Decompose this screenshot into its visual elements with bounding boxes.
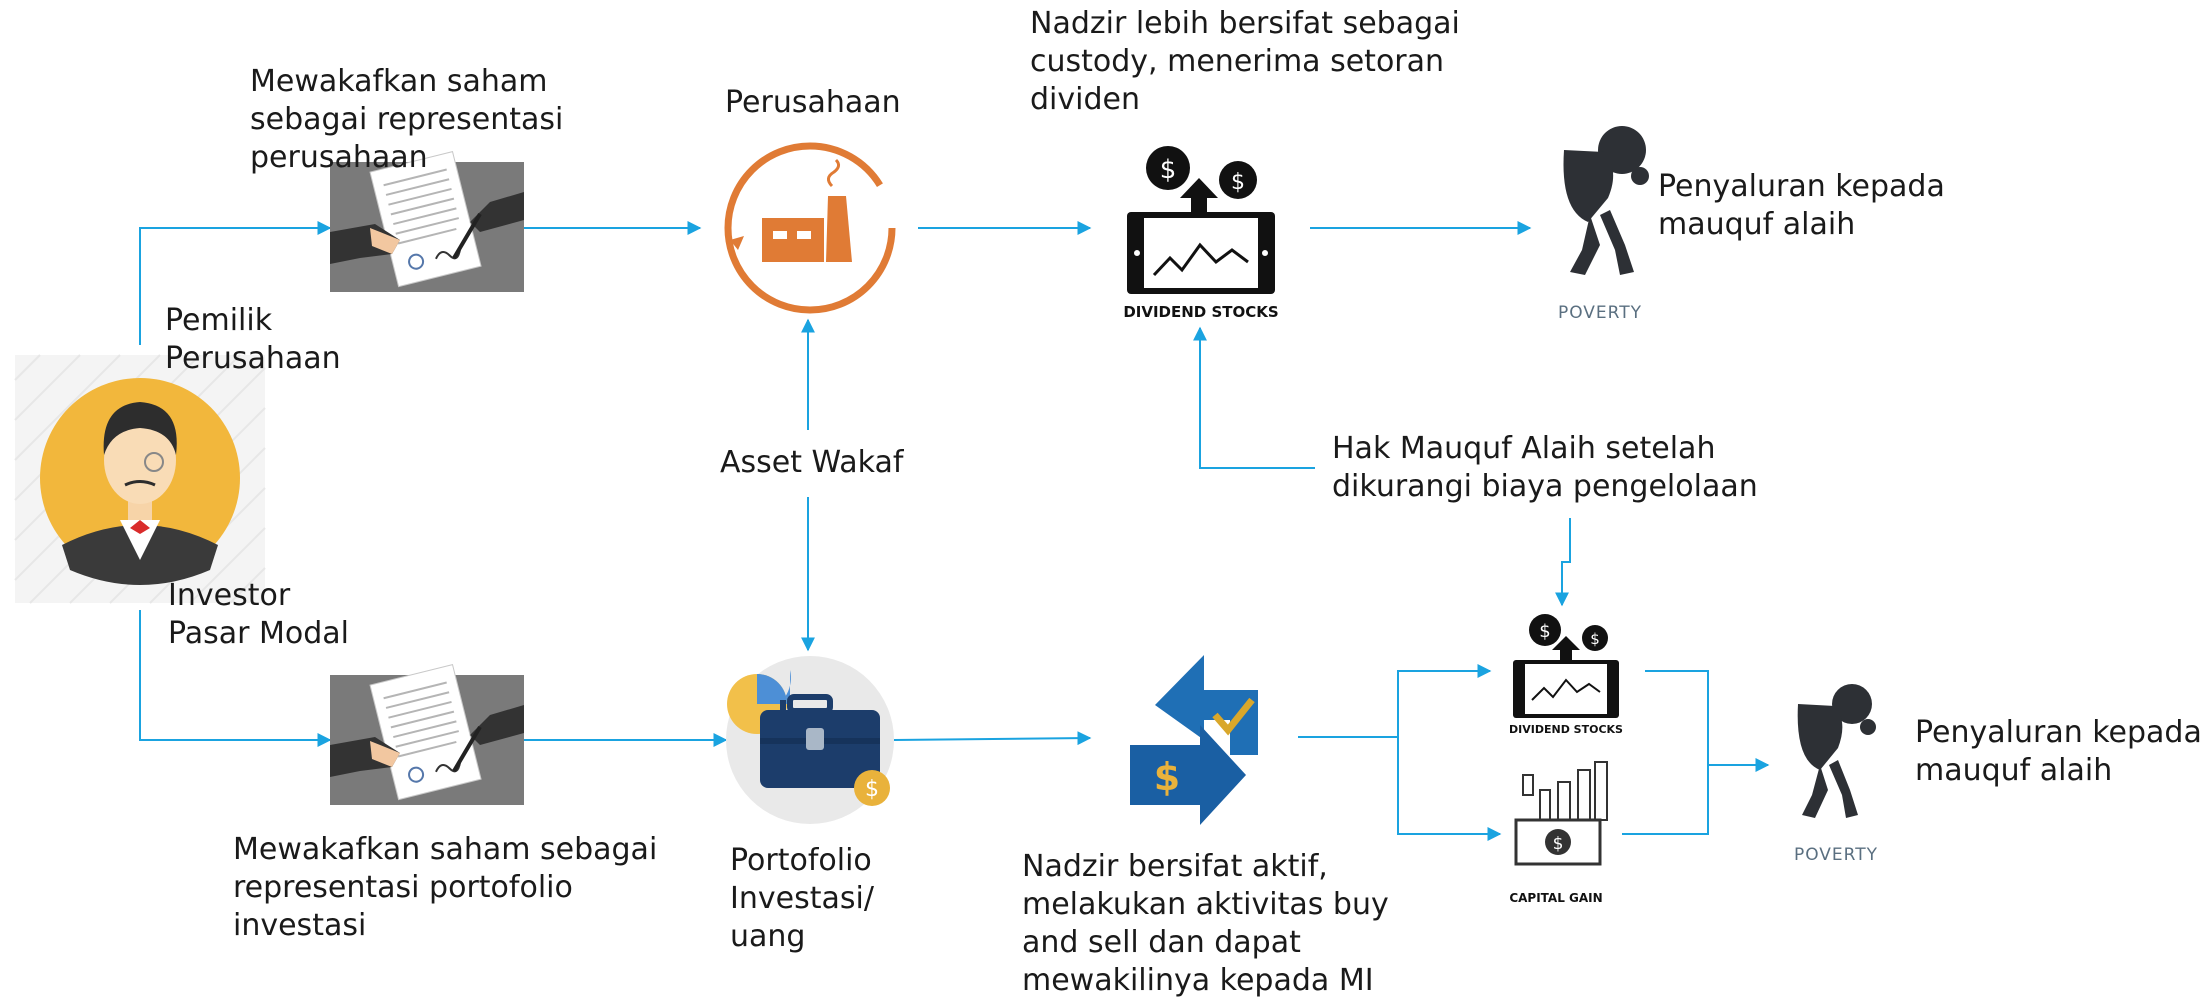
label-penyaluran-bottom: Penyaluran kepada mauquf alaih	[1915, 714, 2201, 790]
arrow-to-capital-gain	[1397, 737, 1502, 841]
label-line: uang	[730, 919, 806, 954]
label-line: Mewakafkan saham	[250, 64, 548, 99]
svg-text:$: $	[1539, 621, 1550, 642]
contract-signing-icon-top	[330, 150, 524, 292]
label-mewakafkan-perusahaan: Mewakafkan saham sebagai representasi pe…	[250, 63, 563, 177]
label-line: Perusahaan	[165, 341, 341, 376]
label-nadzir-aktif: Nadzir bersifat aktif, melakukan aktivit…	[1022, 848, 1389, 1000]
label-line: perusahaan	[250, 140, 428, 175]
connector-lines	[139, 221, 1770, 841]
label-perusahaan: Perusahaan	[725, 85, 901, 120]
label-line: and sell dan dapat	[1022, 925, 1301, 960]
label-line: dividen	[1030, 82, 1140, 117]
label-portofolio: Portofolio Investasi/ uang	[730, 842, 874, 956]
arrow-dividend-merge	[1645, 670, 1709, 765]
label-line: Pemilik	[165, 303, 273, 338]
arrow-investor-to-contract-top	[139, 221, 332, 345]
dividend-stocks-icon-bottom: $ $ DIVIDEND STOCKS	[1509, 614, 1623, 736]
label-line: Nadzir bersifat aktif,	[1022, 849, 1328, 884]
label-investor-pasar-modal: Investor Pasar Modal	[168, 577, 349, 653]
exchange-transfer-icon: $	[1130, 655, 1258, 825]
label-asset-wakaf: Asset Wakaf	[720, 445, 904, 480]
label-line: Pasar Modal	[168, 616, 350, 651]
capital-gain-icon: $ CAPITAL GAIN	[1509, 761, 1608, 905]
investor-avatar-icon	[14, 354, 266, 604]
contract-signing-icon-bottom	[330, 663, 524, 805]
label-line: melakukan aktivitas buy	[1022, 887, 1389, 922]
dividend-stocks-caption-top: DIVIDEND STOCKS	[1123, 303, 1278, 321]
svg-text:$: $	[1154, 755, 1180, 799]
label-line: Portofolio	[730, 843, 872, 878]
label-line: mewakilinya kepada MI	[1022, 963, 1374, 998]
capital-gain-caption: CAPITAL GAIN	[1509, 891, 1602, 905]
label-line: Investasi/	[730, 881, 874, 916]
arrow-capital-merge	[1622, 765, 1709, 835]
poverty-icon-bottom: POVERTY	[1794, 684, 1878, 865]
svg-text:$: $	[1590, 630, 1600, 648]
factory-icon	[724, 142, 896, 314]
label-line: mauquf alaih	[1915, 753, 2113, 788]
dividend-stocks-icon-top: $ $ DIVIDEND STOCKS	[1123, 146, 1279, 321]
svg-text:$: $	[1553, 834, 1564, 854]
label-line: Mewakafkan saham sebagai	[233, 832, 658, 867]
label-line: representasi portofolio	[233, 870, 573, 905]
label-pemilik-perusahaan: Pemilik Perusahaan	[165, 302, 341, 378]
label-hak-mauquf: Hak Mauquf Alaih setelah dikurangi biaya…	[1332, 430, 1758, 506]
label-penyaluran-top: Penyaluran kepada mauquf alaih	[1658, 168, 1945, 244]
arrow-hak-to-dividend-bottom	[1555, 518, 1571, 607]
label-line: custody, menerima setoran	[1030, 44, 1445, 79]
svg-text:$: $	[865, 777, 879, 802]
dividend-stocks-caption-bottom: DIVIDEND STOCKS	[1509, 723, 1623, 736]
label-line: sebagai representasi	[250, 102, 564, 137]
poverty-caption-bottom: POVERTY	[1794, 845, 1878, 865]
svg-text:$: $	[1160, 155, 1177, 185]
poverty-icon-top: POVERTY	[1558, 126, 1649, 323]
portfolio-briefcase-icon: $	[726, 656, 894, 824]
label-line: Investor	[168, 578, 291, 613]
arrow-portofolio-to-exchange	[893, 731, 1092, 746]
label-line: Hak Mauquf Alaih setelah	[1332, 431, 1716, 466]
label-line: Nadzir lebih bersifat sebagai	[1030, 6, 1460, 41]
label-line: Penyaluran kepada	[1915, 715, 2201, 750]
poverty-caption-top: POVERTY	[1558, 303, 1642, 323]
label-line: investasi	[233, 908, 367, 943]
label-line: Penyaluran kepada	[1658, 169, 1945, 204]
label-line: mauquf alaih	[1658, 207, 1856, 242]
arrow-hak-to-dividend	[1193, 326, 1315, 469]
label-nadzir-custody: Nadzir lebih bersifat sebagai custody, m…	[1030, 5, 1460, 119]
svg-text:$: $	[1231, 170, 1245, 195]
arrow-to-dividend-bottom	[1397, 664, 1492, 737]
label-line: dikurangi biaya pengelolaan	[1332, 469, 1758, 504]
arrow-investor-to-contract-bottom	[139, 610, 332, 747]
label-mewakafkan-portofolio: Mewakafkan saham sebagai representasi po…	[233, 831, 657, 945]
